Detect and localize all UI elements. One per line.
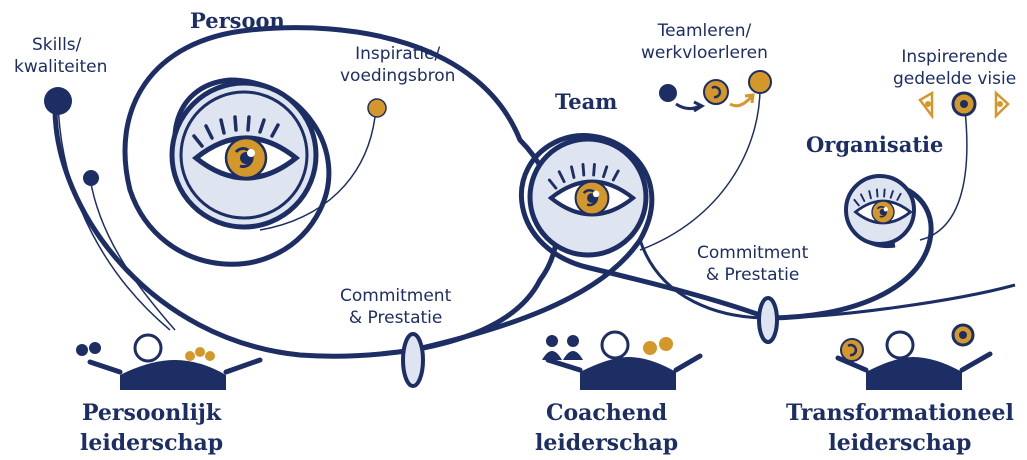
visie-label-line2: gedeelde visie bbox=[893, 69, 1017, 89]
teamleren-arrow-2 bbox=[729, 95, 754, 108]
skills-dot-small bbox=[83, 170, 99, 186]
commitment-label-2-line1: Commitment bbox=[697, 243, 809, 263]
persoonlijk-leiderschap-title: Persoonlijk leiderschap bbox=[80, 398, 223, 458]
coachend-leiderschap-title: Coachend leiderschap bbox=[535, 398, 678, 458]
persoonlijk-line2: leiderschap bbox=[80, 430, 224, 456]
teamleren-string bbox=[639, 81, 761, 251]
teamleren-label-line1: Teamleren/ bbox=[657, 21, 752, 41]
visie-string bbox=[919, 109, 968, 241]
skills-label: Skills/ kwaliteiten bbox=[14, 34, 107, 78]
coachend-figure-icon bbox=[542, 330, 703, 390]
persoon-heading: Persoon bbox=[190, 8, 285, 33]
commitment-label-2: Commitment & Prestatie bbox=[697, 242, 808, 286]
skills-string-2 bbox=[89, 177, 176, 331]
commitment-ring-1 bbox=[401, 332, 425, 388]
teamleren-dot-gold bbox=[748, 70, 772, 94]
teamleren-swirl-icon bbox=[703, 79, 729, 105]
teamleren-dot-navy bbox=[659, 84, 677, 102]
commitment-label-1-line2: & Prestatie bbox=[348, 308, 443, 328]
transformationeel-line2: leiderschap bbox=[828, 430, 972, 456]
organisatie-heading: Organisatie bbox=[806, 132, 944, 157]
commitment-label-1: Commitment & Prestatie bbox=[340, 285, 451, 329]
visie-label-line1: Inspirerende bbox=[901, 47, 1008, 67]
coachend-line1: Coachend bbox=[545, 400, 668, 426]
skills-label-line1: Skills/ bbox=[32, 35, 82, 55]
team-heading: Team bbox=[555, 89, 618, 114]
skills-string-1 bbox=[57, 99, 171, 331]
inspiratie-dot bbox=[367, 98, 387, 118]
transformationeel-line1: Transformationeel bbox=[786, 400, 1014, 426]
team-loop bbox=[412, 133, 769, 353]
transformationeel-leiderschap-title: Transformationeel leiderschap bbox=[786, 398, 1014, 458]
inspiratie-label-line1: Inspiratie/ bbox=[355, 44, 441, 64]
persoonlijk-figure-icon bbox=[76, 333, 263, 390]
persoonlijk-line1: Persoonlijk bbox=[81, 400, 222, 426]
inspiratie-label: Inspiratie/ voedingsbron bbox=[340, 43, 455, 87]
inspiratie-label-line2: voedingsbron bbox=[340, 66, 456, 86]
commitment-label-1-line1: Commitment bbox=[340, 286, 452, 306]
teamleren-label: Teamleren/ werkvloerleren bbox=[641, 20, 768, 64]
main-line-segment-1 bbox=[52, 107, 414, 359]
visie-left-icon bbox=[918, 90, 934, 120]
transformationeel-figure-icon bbox=[835, 323, 993, 390]
commitment-ring-2 bbox=[757, 296, 779, 344]
visie-label: Inspirerende gedeelde visie bbox=[893, 46, 1016, 90]
skills-label-line2: kwaliteiten bbox=[14, 57, 108, 77]
visie-right-icon bbox=[994, 90, 1010, 120]
inspiratie-string bbox=[259, 107, 377, 231]
teamleren-label-line2: werkvloerleren bbox=[641, 43, 768, 63]
coachend-line2: leiderschap bbox=[535, 430, 679, 456]
commitment-label-2-line2: & Prestatie bbox=[705, 265, 800, 285]
skills-dot-large bbox=[44, 87, 72, 115]
